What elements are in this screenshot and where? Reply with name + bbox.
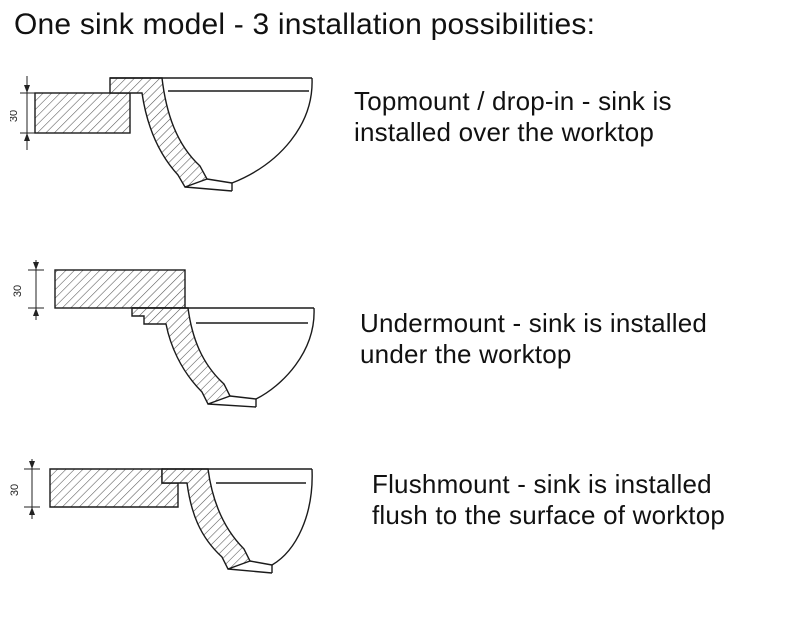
label-line: flush to the surface of worktop — [372, 500, 726, 531]
diagram-row-flushmount: 30 Flushmount - sink is installed flush … — [10, 457, 800, 607]
sink-outline — [110, 77, 313, 192]
sink-section — [109, 77, 209, 188]
topmount-label: Topmount / drop-in - sink is installed o… — [354, 86, 672, 148]
worktop-section — [54, 269, 186, 309]
dimension-arrow-bottom — [24, 133, 30, 141]
sink-outline — [132, 307, 315, 408]
flushmount-label: Flushmount - sink is installed flush to … — [372, 469, 725, 531]
sink-section — [131, 307, 231, 405]
page-title: One sink model - 3 installation possibil… — [14, 8, 596, 41]
dimension-label: 30 — [12, 285, 24, 297]
diagram-row-undermount: 30 Undermount - sink is installed under … — [10, 258, 800, 413]
label-line: Flushmount - sink is installed — [372, 469, 712, 499]
dimension-label: 30 — [10, 110, 20, 122]
dimension-arrow-bottom — [29, 507, 35, 515]
dimension-arrow-top — [24, 85, 30, 93]
flushmount-diagram: 30 — [10, 459, 313, 574]
worktop-section — [34, 92, 131, 134]
dimension-arrow-bottom — [33, 308, 39, 316]
sink-outline — [162, 468, 313, 574]
undermount-diagram: 30 — [12, 260, 315, 408]
dimension-label: 30 — [10, 484, 21, 496]
worktop-section — [49, 468, 179, 508]
undermount-label: Undermount - sink is installed under the… — [360, 308, 707, 370]
label-line: Undermount - sink is installed — [360, 308, 708, 338]
topmount-diagram: 30 — [10, 76, 313, 192]
diagram-row-topmount: 30 Topmount / drop-in - sink is installe… — [10, 58, 800, 208]
label-line: under the worktop — [360, 339, 572, 370]
dimension-arrow-top — [29, 461, 35, 469]
label-line: installed over the worktop — [354, 117, 655, 148]
dimension-arrow-top — [33, 262, 39, 270]
label-line: Topmount / drop-in - sink is — [354, 86, 672, 116]
